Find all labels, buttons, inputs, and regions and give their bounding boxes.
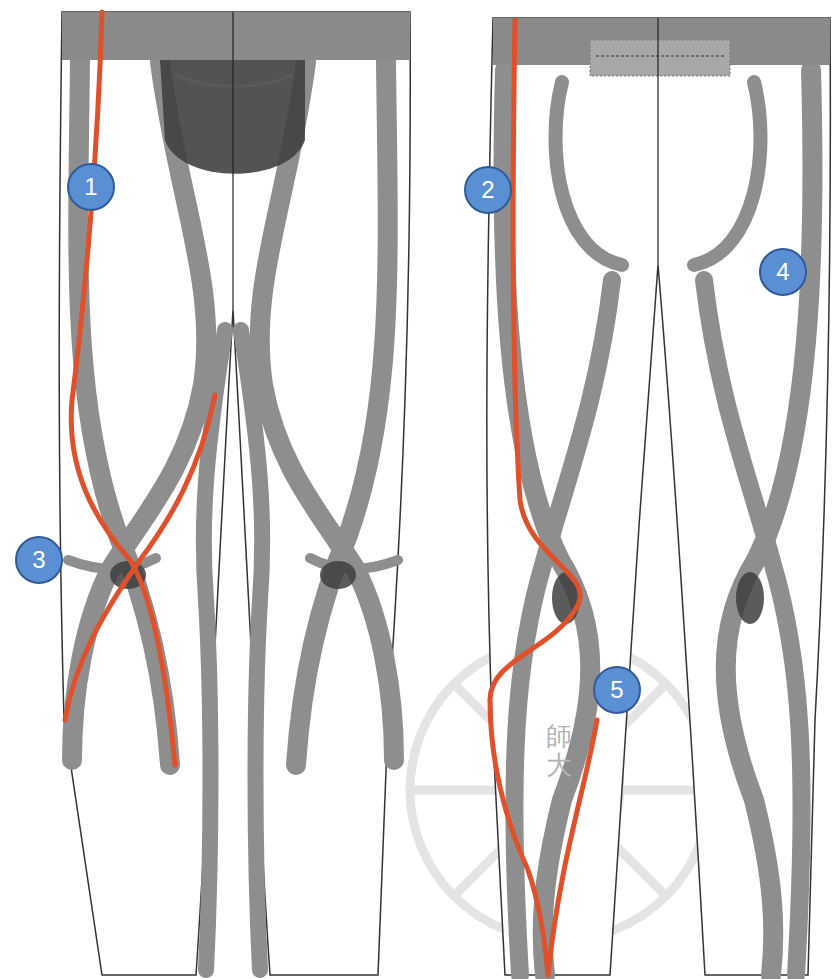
callout-number: 2 <box>481 178 494 202</box>
front-view <box>59 12 410 975</box>
callout-number: 3 <box>32 548 45 572</box>
callout-number: 1 <box>84 175 97 199</box>
callout-number: 5 <box>610 678 623 702</box>
callout-number: 4 <box>776 260 789 284</box>
watermark-text: 師大 <box>546 722 572 779</box>
callout-circle: 5 <box>592 665 642 715</box>
callout-circle: 2 <box>463 165 513 215</box>
callout-circle: 4 <box>758 247 808 297</box>
callout-circle: 1 <box>66 162 116 212</box>
callout-circle: 3 <box>14 535 64 585</box>
back-view <box>487 18 831 975</box>
